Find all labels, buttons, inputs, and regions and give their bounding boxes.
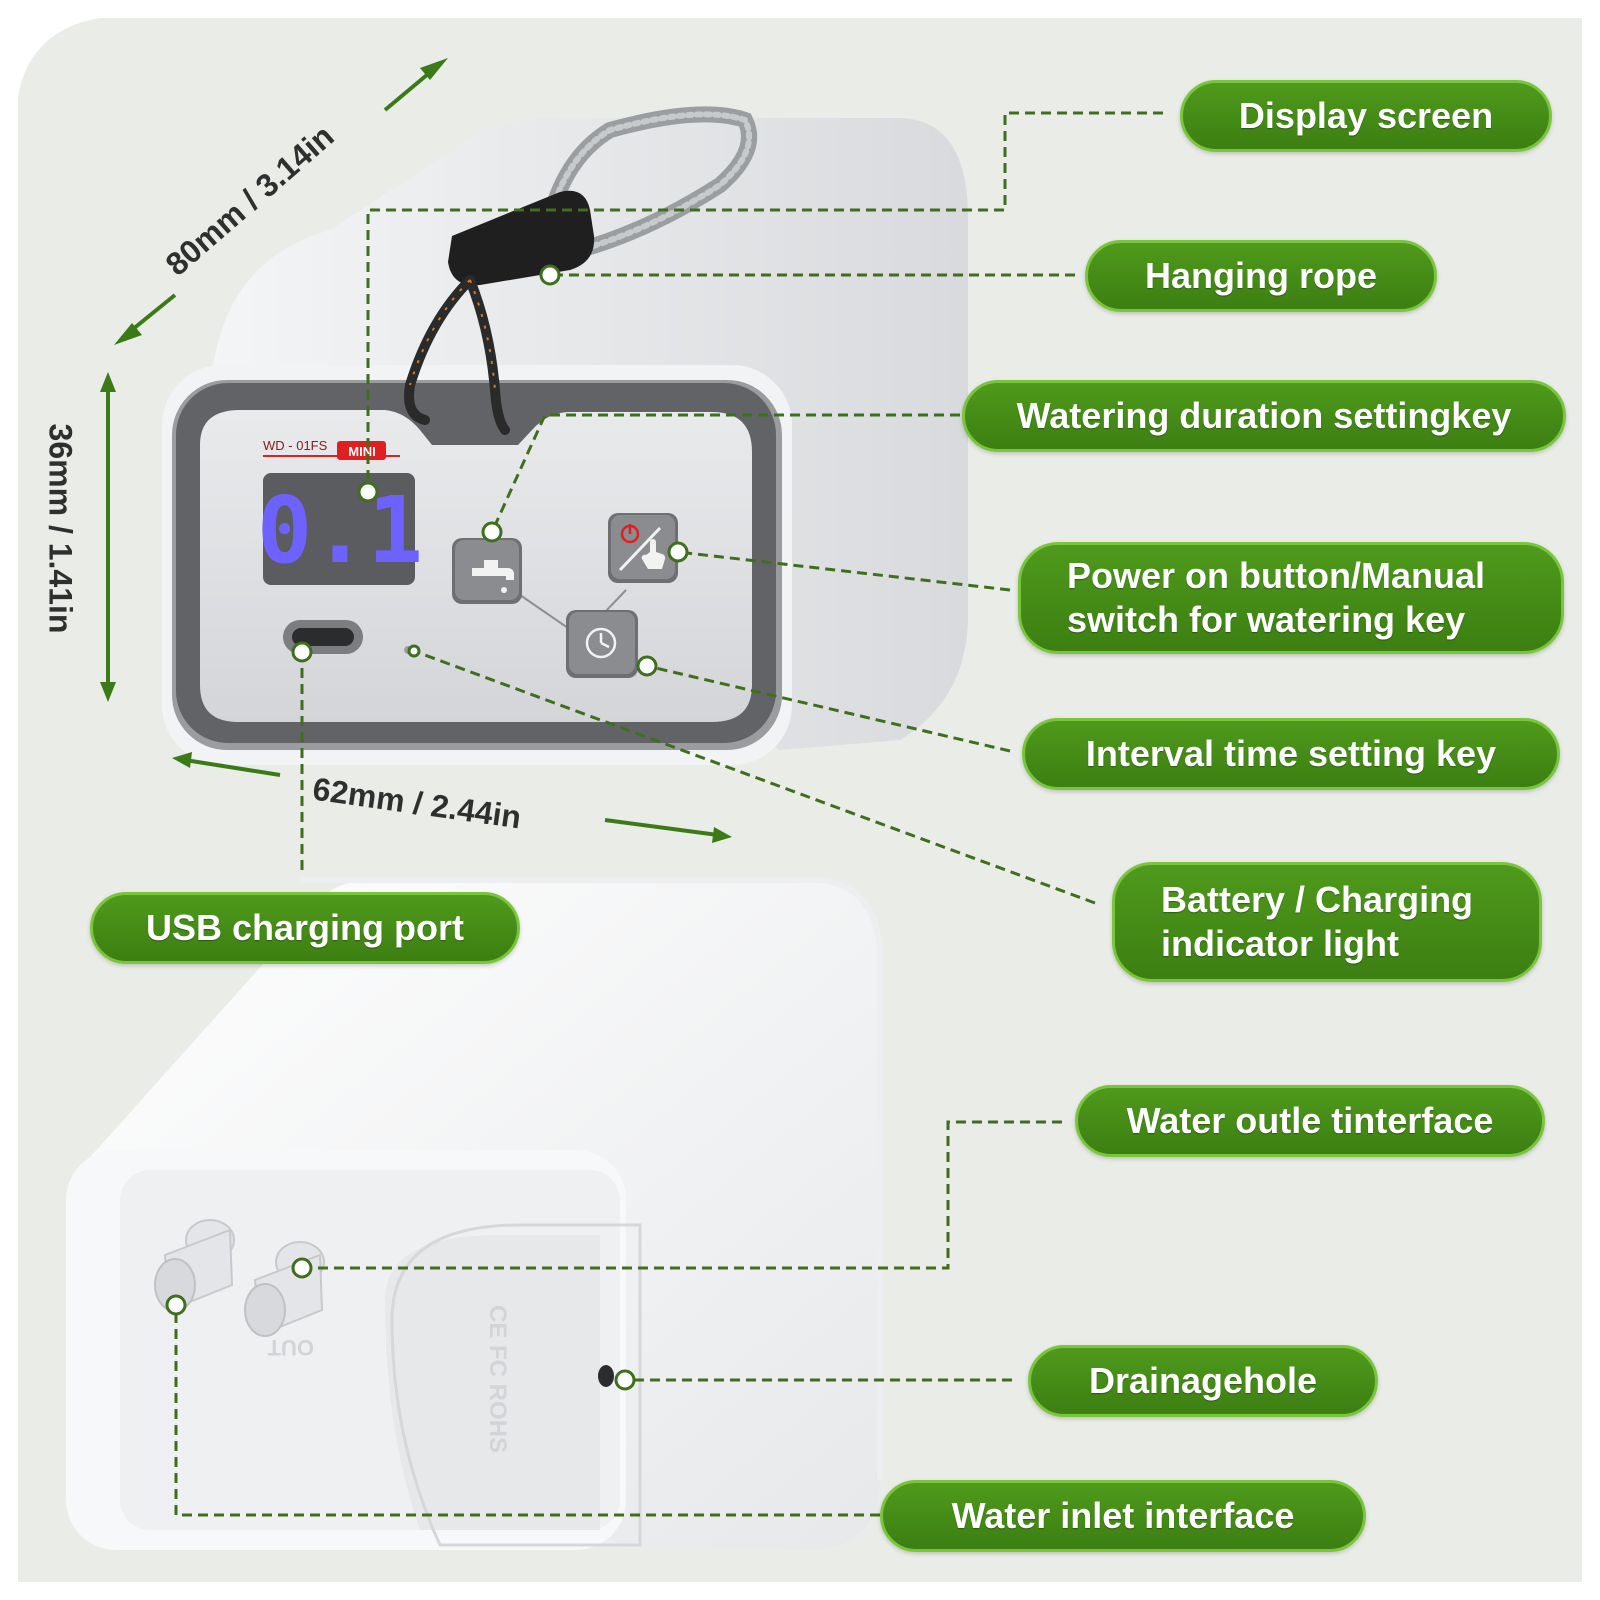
callout-water-inlet: Water inlet interface: [880, 1480, 1366, 1552]
power-manual-key[interactable]: [608, 513, 678, 583]
callout-watering-duration-key: Watering duration settingkey: [962, 380, 1566, 452]
display-digits: 0.1: [257, 477, 423, 584]
certification-marks: CE FC ROHS: [484, 1305, 511, 1453]
device-top: WD - 01FS MINI 0.1: [162, 106, 968, 765]
callout-power-line2: switch for watering key: [1067, 599, 1466, 640]
callout-drainage-hole: Drainagehole: [1028, 1345, 1378, 1417]
slash-divider: [618, 526, 662, 572]
mini-badge: MINI: [348, 444, 375, 459]
hanging-rope: [404, 106, 758, 435]
callout-power-button: Power on button/Manual switch for wateri…: [1018, 542, 1564, 654]
watering-duration-key[interactable]: [452, 538, 522, 604]
callout-interval-key: Interval time setting key: [1022, 718, 1560, 790]
duration-key-anchor-dot: [481, 521, 503, 543]
dimension-arrows: [100, 58, 732, 843]
callout-water-outlet: Water outle tinterface: [1075, 1085, 1545, 1157]
callout-battery-light: Battery / Charging indicator light: [1112, 862, 1542, 982]
clock-icon: [585, 627, 617, 659]
outlet-mark: OUT: [267, 1335, 314, 1360]
callout-power-line1: Power on button/Manual: [1067, 555, 1485, 596]
anchor-dots: [165, 264, 689, 1391]
water-inlet-nozzle: [154, 1219, 235, 1312]
interval-time-key[interactable]: [566, 610, 638, 678]
rope-anchor-dot: [539, 264, 561, 286]
height-dimension: 36mm / 1.41in: [42, 423, 79, 634]
callout-hanging-rope: Hanging rope: [1085, 240, 1437, 312]
interval-key-anchor-dot: [636, 655, 658, 677]
faucet-icon: [472, 560, 514, 580]
callout-battery-line2: indicator light: [1161, 923, 1399, 964]
callout-display-screen: Display screen: [1180, 80, 1552, 152]
leader-lines: [174, 111, 1163, 1517]
indicator-anchor-dot: [407, 644, 421, 658]
device-bottom: CE FC ROHS OUT: [66, 877, 883, 1550]
power-icon: [620, 524, 640, 544]
outlet-anchor-dot: [291, 1257, 313, 1279]
callout-battery-line1: Battery / Charging: [1161, 879, 1474, 920]
drain-anchor-dot: [614, 1369, 636, 1391]
power-key-anchor-dot: [667, 541, 689, 563]
hand-tap-icon: [641, 539, 666, 569]
drainage-hole: [598, 1365, 614, 1387]
display-anchor-dot: [357, 481, 379, 503]
display-screen: [263, 473, 415, 585]
model-label: WD - 01FS: [263, 438, 328, 453]
callout-usb-port: USB charging port: [90, 892, 520, 964]
usb-anchor-dot: [291, 641, 313, 663]
inlet-anchor-dot: [165, 1294, 187, 1316]
